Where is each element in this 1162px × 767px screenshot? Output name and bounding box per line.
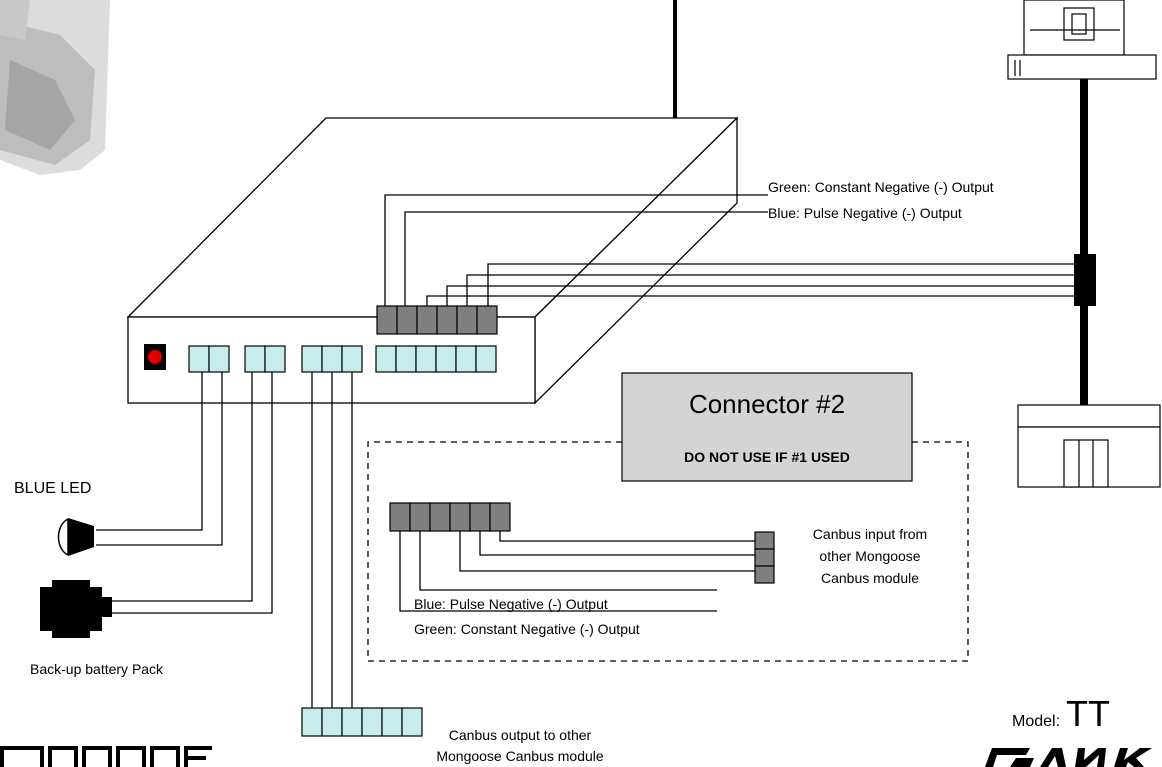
green-output-label: Green: Constant Negative (-) Output <box>768 179 994 195</box>
canbus-logo <box>985 748 1152 767</box>
harness-connector-top <box>1007 0 1157 80</box>
blue-output-label-2: Blue: Pulse Negative (-) Output <box>414 596 608 612</box>
front-connectors <box>188 345 497 373</box>
connector-2-title: Connector #2 <box>689 389 845 419</box>
top-connector-wires <box>384 194 1075 306</box>
canbus-output-label-line1: Canbus output to other <box>449 727 592 743</box>
canbus-input-plug <box>754 531 775 584</box>
green-output-label-2: Green: Constant Negative (-) Output <box>414 621 640 637</box>
canbus-output-label-line2: Mongoose Canbus module <box>436 748 604 764</box>
connector-2-box <box>621 372 913 482</box>
connector-2-dashed-region <box>367 441 969 662</box>
status-led <box>144 344 166 370</box>
model-value: TT <box>1066 693 1110 734</box>
module-box <box>126 116 739 405</box>
model-prefix: Model: <box>1012 713 1060 730</box>
connector-2-warning: DO NOT USE IF #1 USED <box>684 449 850 465</box>
canbus-output-connector <box>301 707 423 737</box>
canbus-input-label-line2: other Mongoose <box>819 548 920 564</box>
canbus-input-label-line1: Canbus input from <box>813 526 927 542</box>
top-dark-connector <box>376 305 498 335</box>
harness-connector-bottom <box>1017 404 1161 488</box>
battery-wires <box>110 372 273 614</box>
mongoose-logo <box>0 746 212 767</box>
blue-led-icon <box>57 517 94 557</box>
harness-cable <box>1074 78 1096 405</box>
connector-2-plug <box>389 502 511 532</box>
blue-led-label: BLUE LED <box>14 480 91 497</box>
canbus-input-label-line3: Canbus module <box>821 570 919 586</box>
canbus-output-wires <box>311 372 353 708</box>
led-wires <box>96 372 223 546</box>
blue-output-label: Blue: Pulse Negative (-) Output <box>768 205 962 221</box>
module-photo <box>0 0 110 175</box>
backup-battery-label: Back-up battery Pack <box>30 661 164 677</box>
connector-2-wires <box>399 531 755 612</box>
battery-pack-icon <box>40 580 112 638</box>
